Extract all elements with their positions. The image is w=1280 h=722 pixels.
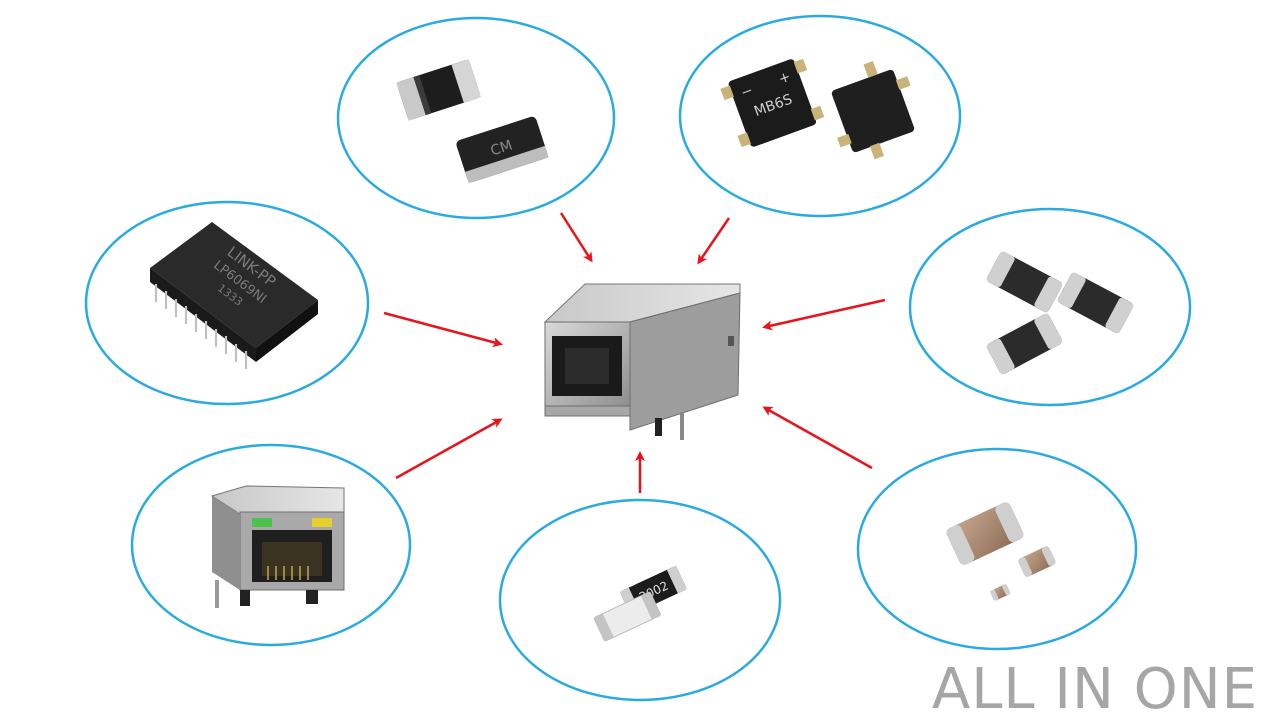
ellipse-lan-transformer <box>84 200 370 406</box>
ceramic-capacitor-components <box>946 502 1056 601</box>
smd-diode-label: CM <box>489 137 515 159</box>
arrow-from-bridge-rectifier <box>697 217 731 265</box>
ceramic-capacitor-small <box>990 584 1011 601</box>
lan-transformer-components: LINK-PP LP6069NI 1333 <box>150 222 318 369</box>
bridge-rectifier-1: MB6S − + <box>720 58 825 148</box>
chip-inductor-components <box>986 251 1134 375</box>
ellipse-bridge-rectifier <box>678 14 962 218</box>
chip-inductor-2 <box>1057 272 1134 334</box>
arrow-from-chip-inductor <box>762 298 886 331</box>
arrows <box>383 212 886 493</box>
ceramic-capacitor-medium <box>1018 546 1056 577</box>
ellipse-smd-diode <box>336 16 616 220</box>
rj45-integrated-jack <box>543 283 741 440</box>
bridge-rectifier-components: MB6S − + <box>720 58 915 160</box>
ellipse-chip-inductor <box>908 207 1192 407</box>
chip-inductor-3 <box>986 313 1063 375</box>
smd-diode-1 <box>396 59 481 121</box>
chip-resistor-components: 2002 <box>593 565 687 642</box>
arrow-from-ceramic-capacitor <box>762 406 873 470</box>
arrow-from-smd-diode <box>559 212 593 263</box>
arrow-from-rj45-connector <box>395 418 503 480</box>
bridge-minus-mark: − <box>739 82 755 101</box>
ceramic-capacitor-large <box>946 502 1024 565</box>
arrow-from-lan-transformer <box>383 311 503 348</box>
bridge-plus-mark: + <box>776 69 792 88</box>
led-yellow <box>312 518 332 527</box>
ellipse-ceramic-capacitor <box>856 447 1138 651</box>
bridge-rectifier-2 <box>831 61 915 160</box>
chip-inductor-1 <box>986 251 1063 313</box>
chip-resistor-2 <box>593 591 661 642</box>
ellipse-rj45-connector <box>130 443 412 647</box>
ellipse-chip-resistor <box>498 498 782 702</box>
led-green <box>252 518 272 527</box>
tagline: ALL IN ONE <box>931 657 1258 722</box>
component-ellipses <box>84 14 1192 702</box>
smd-diode-2: CM <box>456 116 549 184</box>
transformer-pins <box>154 284 248 369</box>
rj45-connector-with-leds <box>210 485 345 608</box>
smd-diode-components: CM <box>396 59 549 184</box>
